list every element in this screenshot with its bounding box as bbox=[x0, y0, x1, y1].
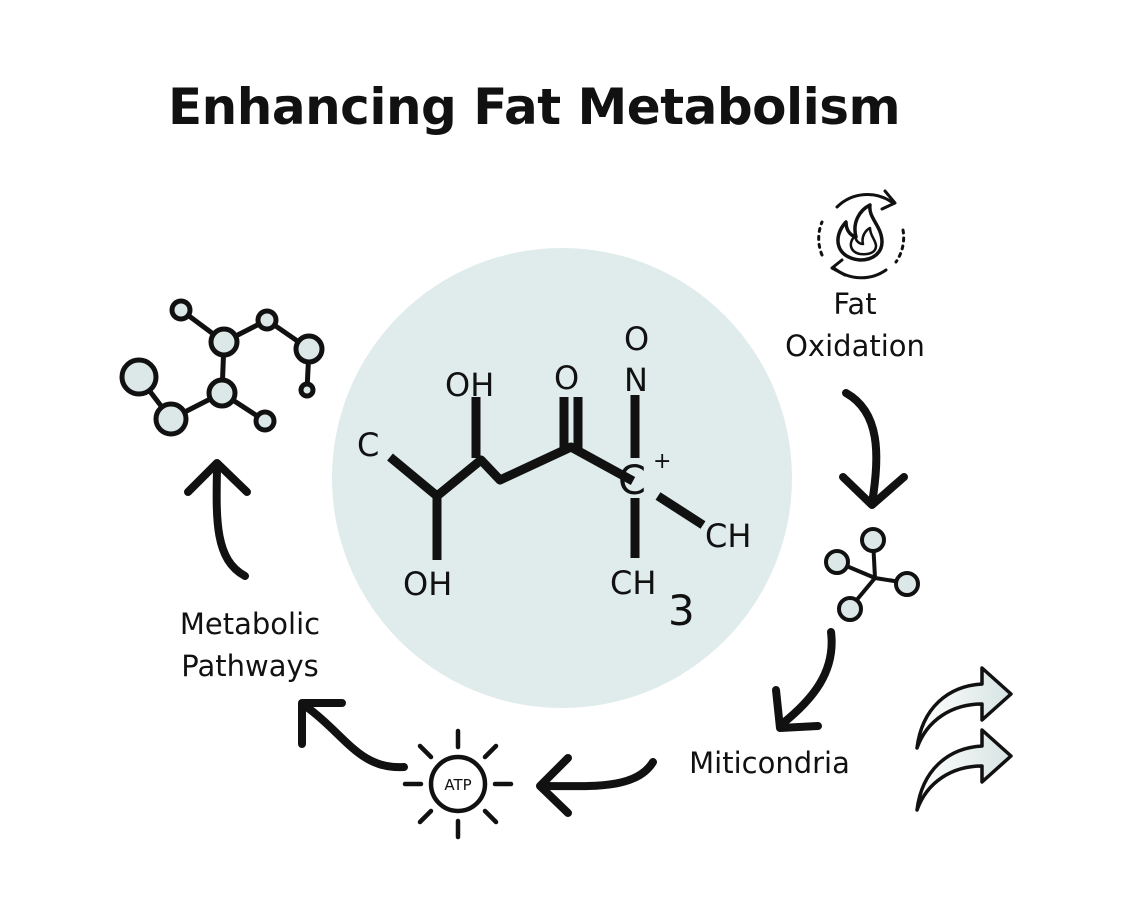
molecule-network-icon bbox=[119, 298, 325, 437]
arrow-mitochondria-to-atp bbox=[536, 754, 657, 817]
atp-sun-icon: ATP bbox=[402, 728, 514, 840]
arrow-molecule-to-mitochondria bbox=[772, 628, 836, 732]
atp-label: ATP bbox=[444, 776, 471, 794]
atom-plus-sign: + bbox=[653, 449, 671, 474]
label-fat-oxidation: Fat Oxidation bbox=[770, 283, 940, 367]
label-metabolic-pathways-line2: Pathways bbox=[181, 649, 319, 683]
molecule-backbone bbox=[387, 442, 636, 501]
atom-oh-top: OH bbox=[445, 366, 494, 404]
atom-ch3: CH bbox=[610, 564, 656, 602]
atom-subscript-3: 3 bbox=[668, 586, 695, 635]
atom-oh-bottom: OH bbox=[403, 565, 452, 603]
molecule-small-icon bbox=[824, 527, 920, 622]
arrow-pathways-to-network bbox=[184, 459, 251, 580]
atom-c-left: C bbox=[357, 426, 379, 464]
atom-ch: CH bbox=[705, 517, 751, 555]
double-arrow-icon bbox=[915, 666, 1013, 812]
atom-c-plus: C bbox=[618, 458, 646, 504]
label-fat-oxidation-line2: Oxidation bbox=[785, 329, 925, 363]
molecule-atoms: C OH OH O O N C + CH CH 3 bbox=[357, 320, 751, 635]
label-fat-oxidation-line1: Fat bbox=[833, 287, 877, 321]
bond-ch bbox=[655, 492, 706, 529]
center-circle bbox=[332, 248, 792, 708]
atom-n: N bbox=[624, 361, 648, 399]
atom-o-nitroso: O bbox=[624, 320, 649, 358]
arrow-atp-to-pathways bbox=[298, 699, 408, 772]
molecule-structure bbox=[387, 395, 706, 560]
arrow-fat-to-molecule bbox=[839, 389, 908, 509]
fire-cycle-icon bbox=[817, 189, 906, 280]
atom-o-ketone: O bbox=[554, 359, 579, 397]
page-title: Enhancing Fat Metabolism bbox=[168, 78, 901, 136]
label-metabolic-pathways-line1: Metabolic bbox=[179, 607, 321, 641]
label-mitochondria: Miticondria bbox=[689, 746, 850, 780]
label-metabolic-pathways: Metabolic Pathways bbox=[160, 603, 340, 687]
